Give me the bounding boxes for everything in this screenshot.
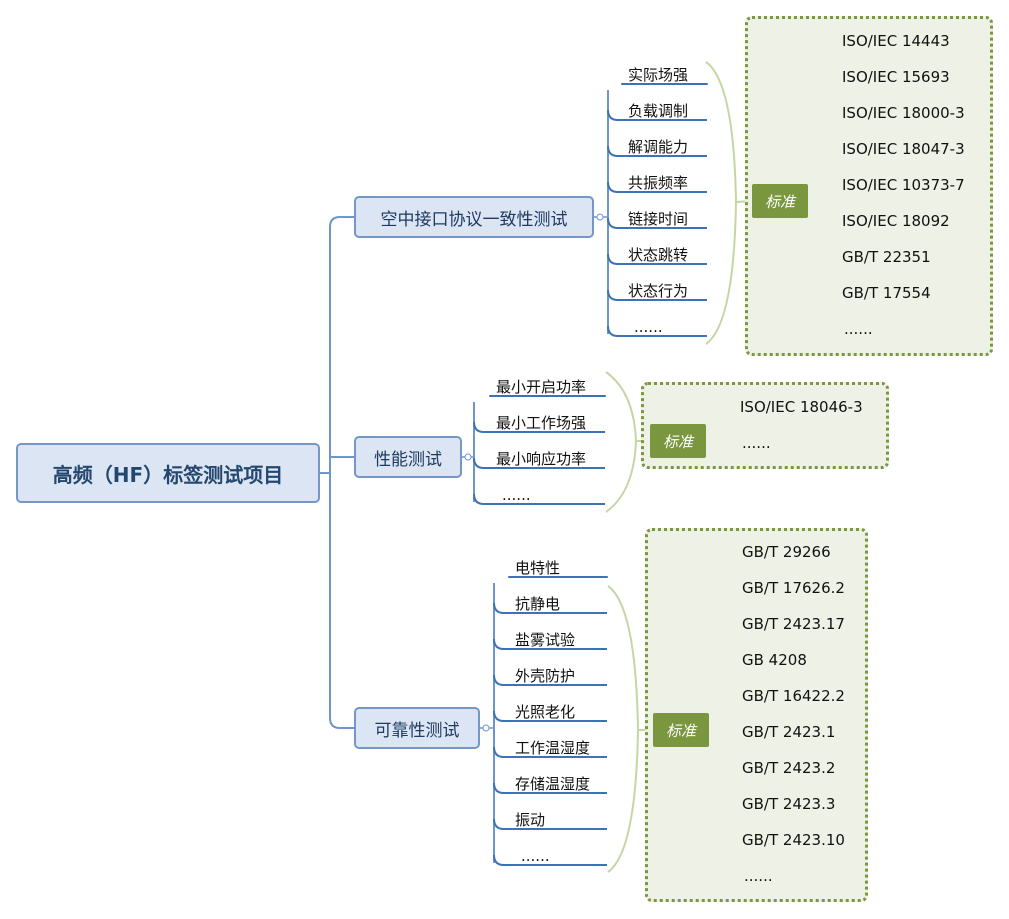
branch-item[interactable]: 链接时间: [628, 210, 689, 228]
standard-item[interactable]: ISO/IEC 18000-3: [842, 104, 965, 122]
standard-item[interactable]: ISO/IEC 14443: [842, 32, 950, 50]
branch-item[interactable]: ......: [521, 847, 550, 865]
branch-item[interactable]: 共振频率: [628, 174, 689, 192]
item-underline: [493, 638, 607, 650]
item-underline: [493, 674, 607, 686]
standard-item[interactable]: ISO/IEC 15693: [842, 68, 950, 86]
standard-item[interactable]: ......: [844, 320, 873, 338]
standard-item[interactable]: GB/T 16422.2: [742, 687, 845, 705]
item-connectors: [461, 83, 708, 866]
branch-item[interactable]: ......: [634, 318, 663, 336]
item-underline: [607, 289, 707, 301]
branch-item[interactable]: 外壳防护: [515, 667, 576, 685]
branch-reliability[interactable]: 可靠性测试: [354, 707, 480, 749]
root-to-branch-1: [329, 216, 354, 473]
branch-item[interactable]: 存储温湿度: [515, 775, 591, 793]
branch-item[interactable]: 振动: [515, 811, 546, 829]
item-underline: [493, 782, 607, 794]
item-underline: [493, 602, 607, 614]
standard-label-air-interface[interactable]: 标准: [752, 184, 808, 218]
item-underline: [607, 109, 707, 121]
item-underline: [473, 493, 605, 505]
root-connectors: [319, 216, 355, 729]
standard-item[interactable]: GB/T 2423.3: [742, 795, 836, 813]
item-underline: [607, 145, 707, 157]
standard-item[interactable]: ......: [744, 867, 773, 885]
item-underline: [607, 253, 707, 265]
standard-item[interactable]: GB/T 2423.10: [742, 831, 845, 849]
branch-item[interactable]: 盐雾试验: [515, 631, 576, 649]
branch-item[interactable]: 最小响应功率: [496, 450, 587, 468]
standard-item[interactable]: GB/T 17554: [842, 284, 931, 302]
branch-item[interactable]: ......: [502, 486, 531, 504]
branch-performance[interactable]: 性能测试: [354, 436, 462, 478]
branch-item[interactable]: 解调能力: [628, 138, 689, 156]
branch-1-collapse-toggle[interactable]: [464, 453, 472, 461]
branch-item[interactable]: 最小开启功率: [496, 378, 587, 396]
root-to-branch-3: [329, 473, 354, 729]
item-underline: [473, 421, 605, 433]
branch-item[interactable]: 最小工作场强: [496, 414, 587, 432]
item-underline: [493, 854, 607, 866]
standard-item[interactable]: GB/T 2423.1: [742, 723, 836, 741]
standard-item[interactable]: ISO/IEC 18046-3: [740, 398, 863, 416]
branch-air-interface[interactable]: 空中接口协议一致性测试: [354, 196, 594, 238]
item-underline: [607, 181, 707, 193]
branch-item[interactable]: 实际场强: [628, 66, 689, 84]
standard-label-reliability[interactable]: 标准: [653, 713, 709, 747]
standard-label-performance[interactable]: 标准: [650, 424, 706, 458]
item-underline: [493, 746, 607, 758]
standard-item[interactable]: ......: [742, 434, 771, 452]
standard-item[interactable]: GB/T 2423.2: [742, 759, 836, 777]
branch-item[interactable]: 工作温湿度: [515, 739, 591, 757]
item-underline: [607, 325, 707, 337]
branch-item[interactable]: 抗静电: [515, 595, 561, 613]
branch-item[interactable]: 状态跳转: [628, 246, 689, 264]
standard-item[interactable]: GB/T 22351: [842, 248, 931, 266]
item-underline: [473, 457, 605, 469]
bracket-0: [705, 61, 738, 345]
standard-item[interactable]: GB 4208: [742, 651, 807, 669]
branch-0-collapse-toggle[interactable]: [596, 213, 604, 221]
standard-item[interactable]: GB/T 29266: [742, 543, 831, 561]
root-topic[interactable]: 高频（HF）标签测试项目: [16, 443, 320, 503]
item-underline: [493, 818, 607, 830]
branch-item[interactable]: 负载调制: [628, 102, 689, 120]
bracket-1: [605, 371, 638, 513]
standard-item[interactable]: ISO/IEC 10373-7: [842, 176, 965, 194]
standard-item[interactable]: GB/T 2423.17: [742, 615, 845, 633]
standard-item[interactable]: GB/T 17626.2: [742, 579, 845, 597]
branch-2-collapse-toggle[interactable]: [482, 724, 490, 732]
standard-item[interactable]: ISO/IEC 18092: [842, 212, 950, 230]
branch-item[interactable]: 状态行为: [628, 282, 689, 300]
item-underline: [493, 710, 607, 722]
branch-item[interactable]: 电特性: [515, 559, 561, 577]
bracket-2: [607, 585, 640, 873]
standard-item[interactable]: ISO/IEC 18047-3: [842, 140, 965, 158]
branch-item[interactable]: 光照老化: [515, 703, 576, 721]
item-underline: [607, 217, 707, 229]
